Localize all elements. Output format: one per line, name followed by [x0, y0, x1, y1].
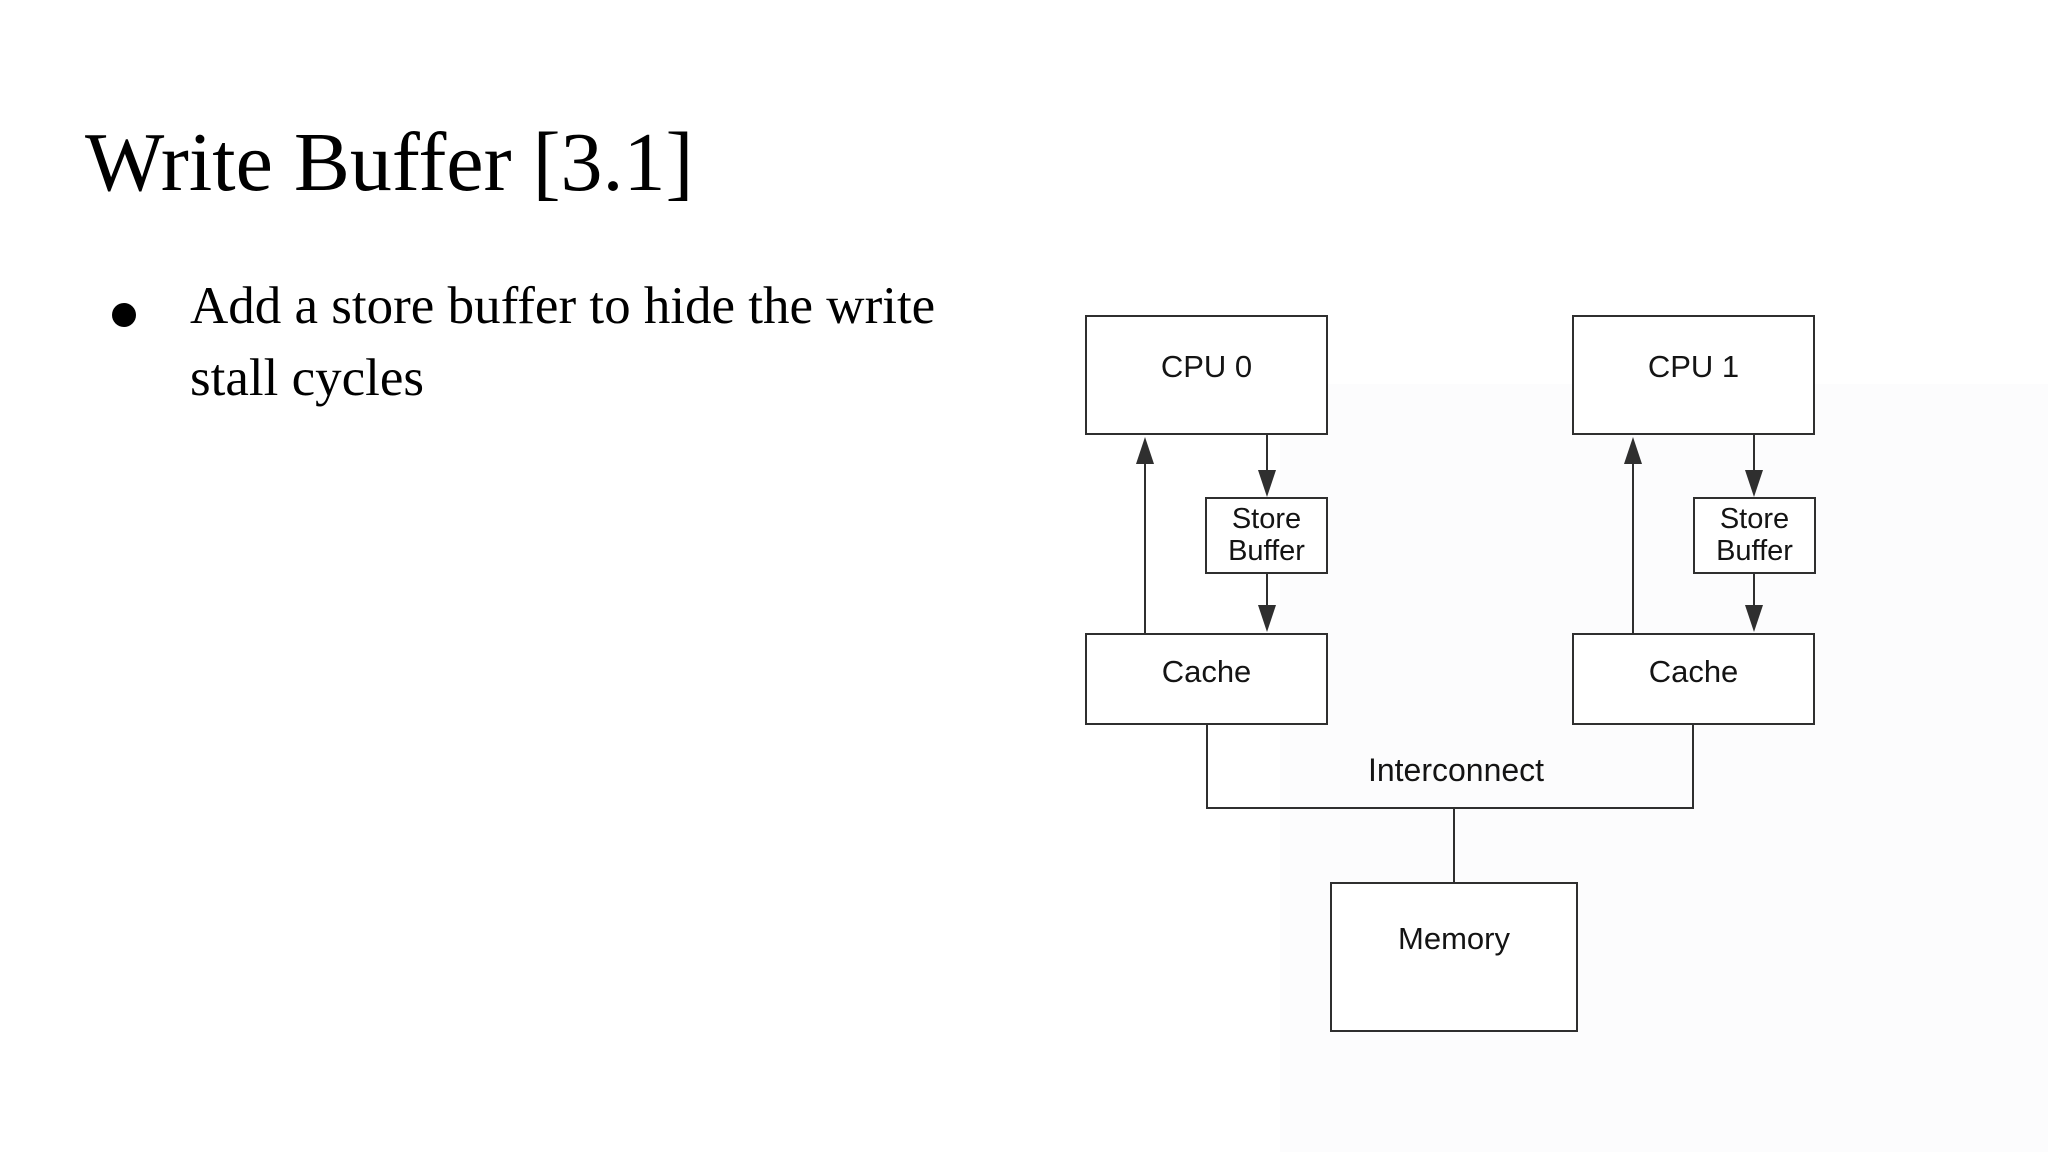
arrow-cpu1-to-storebuffer1-line	[1753, 435, 1755, 473]
memory-label: Memory	[1398, 920, 1510, 956]
cpu1-box: CPU 1	[1572, 315, 1815, 435]
arrow-cache1-to-cpu1-head	[1624, 437, 1642, 464]
interconnect-label: Interconnect	[1367, 752, 1545, 788]
store-buffer0-box: Store Buffer	[1205, 497, 1328, 574]
cache0-label: Cache	[1161, 653, 1252, 689]
arrow-cpu0-to-storebuffer0-head	[1258, 470, 1276, 497]
line-interconnect-to-memory	[1453, 807, 1455, 882]
memory-box: Memory	[1330, 882, 1578, 1032]
interconnect-bus-line	[1206, 807, 1694, 809]
arrow-storebuffer1-to-cache1-head	[1745, 605, 1763, 632]
cache1-label: Cache	[1648, 653, 1739, 689]
cpu0-label: CPU 0	[1160, 348, 1253, 384]
arrow-storebuffer1-to-cache1-line	[1753, 574, 1755, 608]
arrow-cpu1-to-storebuffer1-head	[1745, 470, 1763, 497]
cache1-box: Cache	[1572, 633, 1815, 725]
arrow-cache1-to-cpu1-line	[1632, 462, 1634, 633]
cache0-box: Cache	[1085, 633, 1328, 725]
arrow-cache0-to-cpu0-head	[1136, 437, 1154, 464]
line-cache1-to-interconnect	[1692, 723, 1694, 809]
store-buffer1-label: Store Buffer	[1716, 502, 1793, 567]
bullet-dot-icon	[112, 303, 136, 327]
arrow-cpu0-to-storebuffer0-line	[1266, 435, 1268, 473]
store-buffer0-label: Store Buffer	[1228, 502, 1305, 567]
arrow-storebuffer0-to-cache0-head	[1258, 605, 1276, 632]
line-cache0-to-interconnect	[1206, 723, 1208, 809]
arrow-cache0-to-cpu0-line	[1144, 462, 1146, 633]
cpu0-box: CPU 0	[1085, 315, 1328, 435]
arrow-storebuffer0-to-cache0-line	[1266, 574, 1268, 608]
store-buffer1-box: Store Buffer	[1693, 497, 1816, 574]
bullet-line-1: Add a store buffer to hide the write	[190, 277, 936, 335]
bullet-line-2: stall cycles	[190, 349, 424, 407]
cpu1-label: CPU 1	[1647, 348, 1740, 384]
slide-title: Write Buffer [3.1]	[85, 116, 694, 209]
bullet-text: Add a store buffer to hide the write sta…	[190, 270, 935, 414]
